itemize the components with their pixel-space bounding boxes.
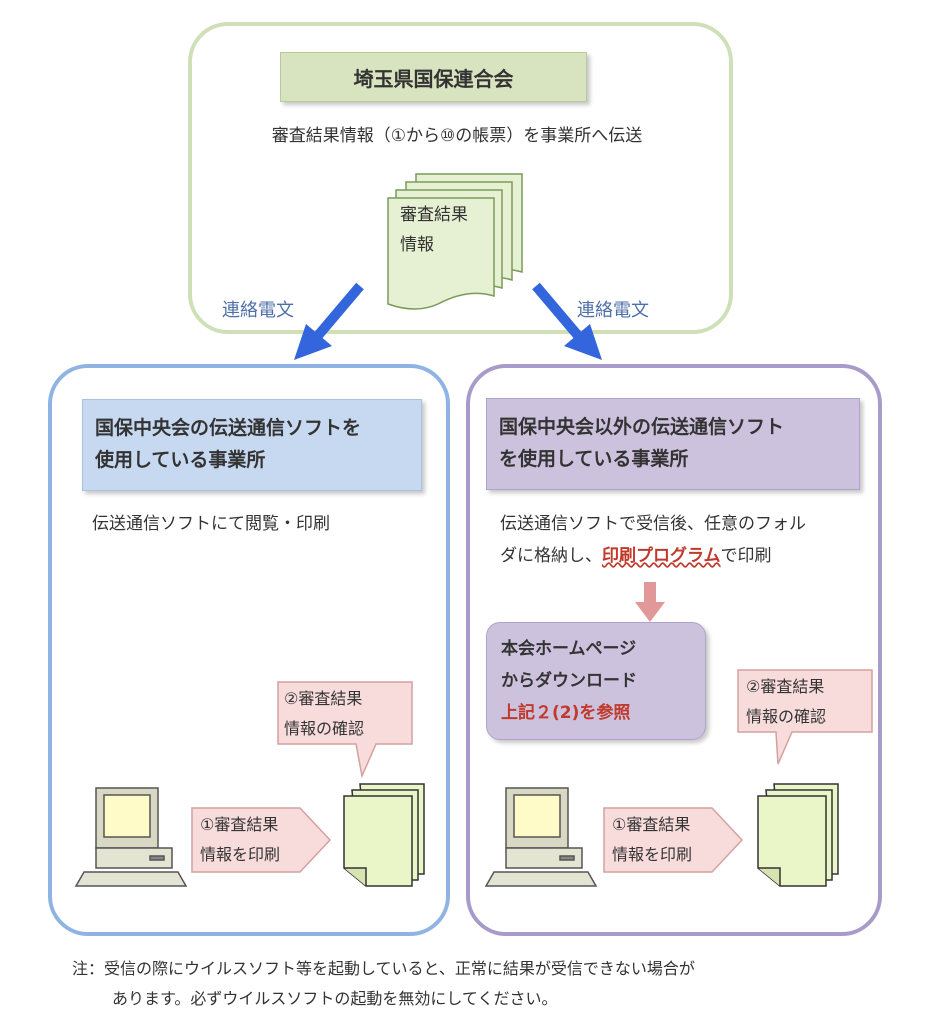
download-reference: 上記２(2)を参照 — [501, 703, 631, 723]
arrow-down-left-icon — [294, 282, 364, 360]
right-check-callout-bubble — [737, 669, 873, 765]
right-panel-header: 国保中央会以外の伝送通信ソフト を使用している事業所 — [486, 398, 860, 490]
right-check-callout-text: ②審査結果 情報の確認 — [746, 677, 827, 726]
chuokai-software-office-panel — [48, 364, 450, 936]
left-computer-icon — [74, 787, 188, 887]
left-description: 伝送通信ソフトにて閲覧・印刷 — [92, 514, 330, 534]
left-panel-header: 国保中央会の伝送通信ソフトを 使用している事業所 — [82, 399, 422, 491]
message-label-left: 連絡電文 — [222, 300, 294, 321]
right-computer-icon — [484, 787, 598, 887]
left-printed-documents-icon — [343, 783, 425, 887]
message-label-right: 連絡電文 — [577, 300, 649, 321]
top-title: 埼玉県国保連合会 — [280, 52, 587, 102]
right-print-text: ①審査結果 情報を印刷 — [612, 815, 693, 864]
left-print-arrow-shape — [191, 807, 332, 873]
document-stack-icon — [387, 173, 523, 310]
right-description: 伝送通信ソフトで受信後、任意のフォル ダに格納し、印刷プログラムで印刷 — [500, 514, 806, 566]
note: 注：受信の際にウイルスソフト等を起動していると、正常に結果が受信できない場合が … — [72, 959, 695, 1008]
left-check-callout-text: ②審査結果 情報の確認 — [284, 689, 365, 738]
kokuho-rengokai-panel — [188, 22, 733, 334]
top-description: 審査結果情報（①から⑩の帳票）を事業所へ伝送 — [271, 126, 643, 146]
arrow-down-icon — [635, 582, 665, 622]
print-program-link[interactable]: 印刷プログラム — [602, 546, 721, 566]
arrow-down-right-icon — [532, 282, 602, 360]
right-print-arrow-shape — [603, 807, 744, 873]
download-box: 本会ホームページ からダウンロード 上記２(2)を参照 — [486, 622, 706, 740]
document-label: 審査結果 情報 — [400, 205, 468, 255]
left-print-text: ①審査結果 情報を印刷 — [200, 815, 281, 864]
other-software-office-panel — [466, 364, 882, 936]
left-check-callout-bubble — [277, 681, 413, 779]
right-printed-documents-icon — [757, 783, 839, 887]
